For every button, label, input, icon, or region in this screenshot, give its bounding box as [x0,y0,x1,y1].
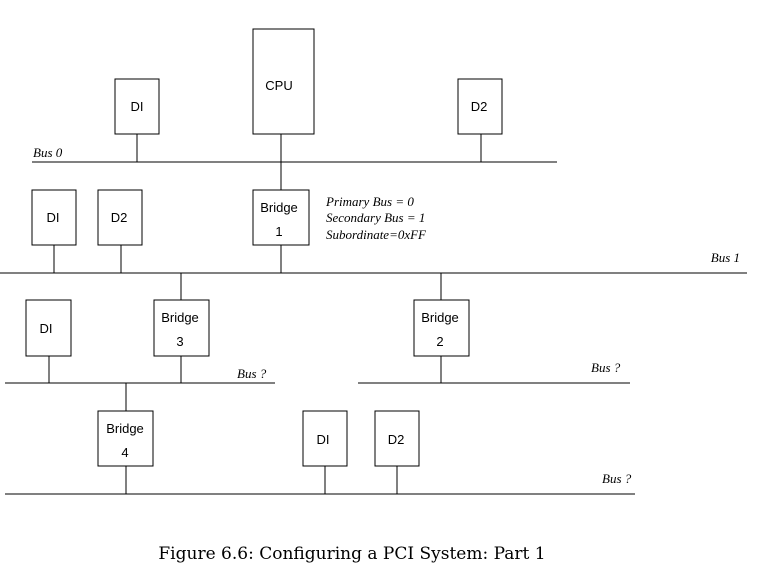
bridge-2-box [413,299,470,357]
primary-bus-note: Primary Bus = 0 [325,194,414,209]
device-box [374,410,420,467]
bridge-number: 3 [176,334,183,349]
bridge-number: 4 [121,445,128,460]
device-label: D2 [471,99,488,114]
device-box [114,78,160,135]
device-box [25,299,72,357]
device-label: DI [47,210,60,225]
bridge-number: 1 [275,224,282,239]
bus-bridge4-label: Bus ? [602,471,632,486]
bus-1-label: Bus 1 [711,250,740,265]
bridge-label: Bridge [421,310,459,325]
bridge-1-box [252,189,310,246]
cpu-box [252,28,315,135]
device-box [302,410,348,467]
bus-bridge2-label: Bus ? [591,360,621,375]
device-label: DI [317,432,330,447]
bridge-3-box [153,299,210,357]
figure-caption: Figure 6.6: Configuring a PCI System: Pa… [158,544,546,564]
device-box [97,189,143,246]
bridge-number: 2 [436,334,443,349]
device-label: DI [131,99,144,114]
bridge-4-box [97,410,154,467]
device-box [457,78,503,135]
bus-bridge3-label: Bus ? [237,366,267,381]
bridge-label: Bridge [260,200,298,215]
device-label: D2 [388,432,405,447]
bridge-label: Bridge [161,310,199,325]
subordinate-note: Subordinate=0xFF [326,227,427,242]
bus-0-label: Bus 0 [33,145,63,160]
secondary-bus-note: Secondary Bus = 1 [326,210,425,225]
device-box [31,189,77,246]
bridge-label: Bridge [106,421,144,436]
device-label: DI [40,321,53,336]
device-label: D2 [111,210,128,225]
cpu-label: CPU [265,78,292,93]
